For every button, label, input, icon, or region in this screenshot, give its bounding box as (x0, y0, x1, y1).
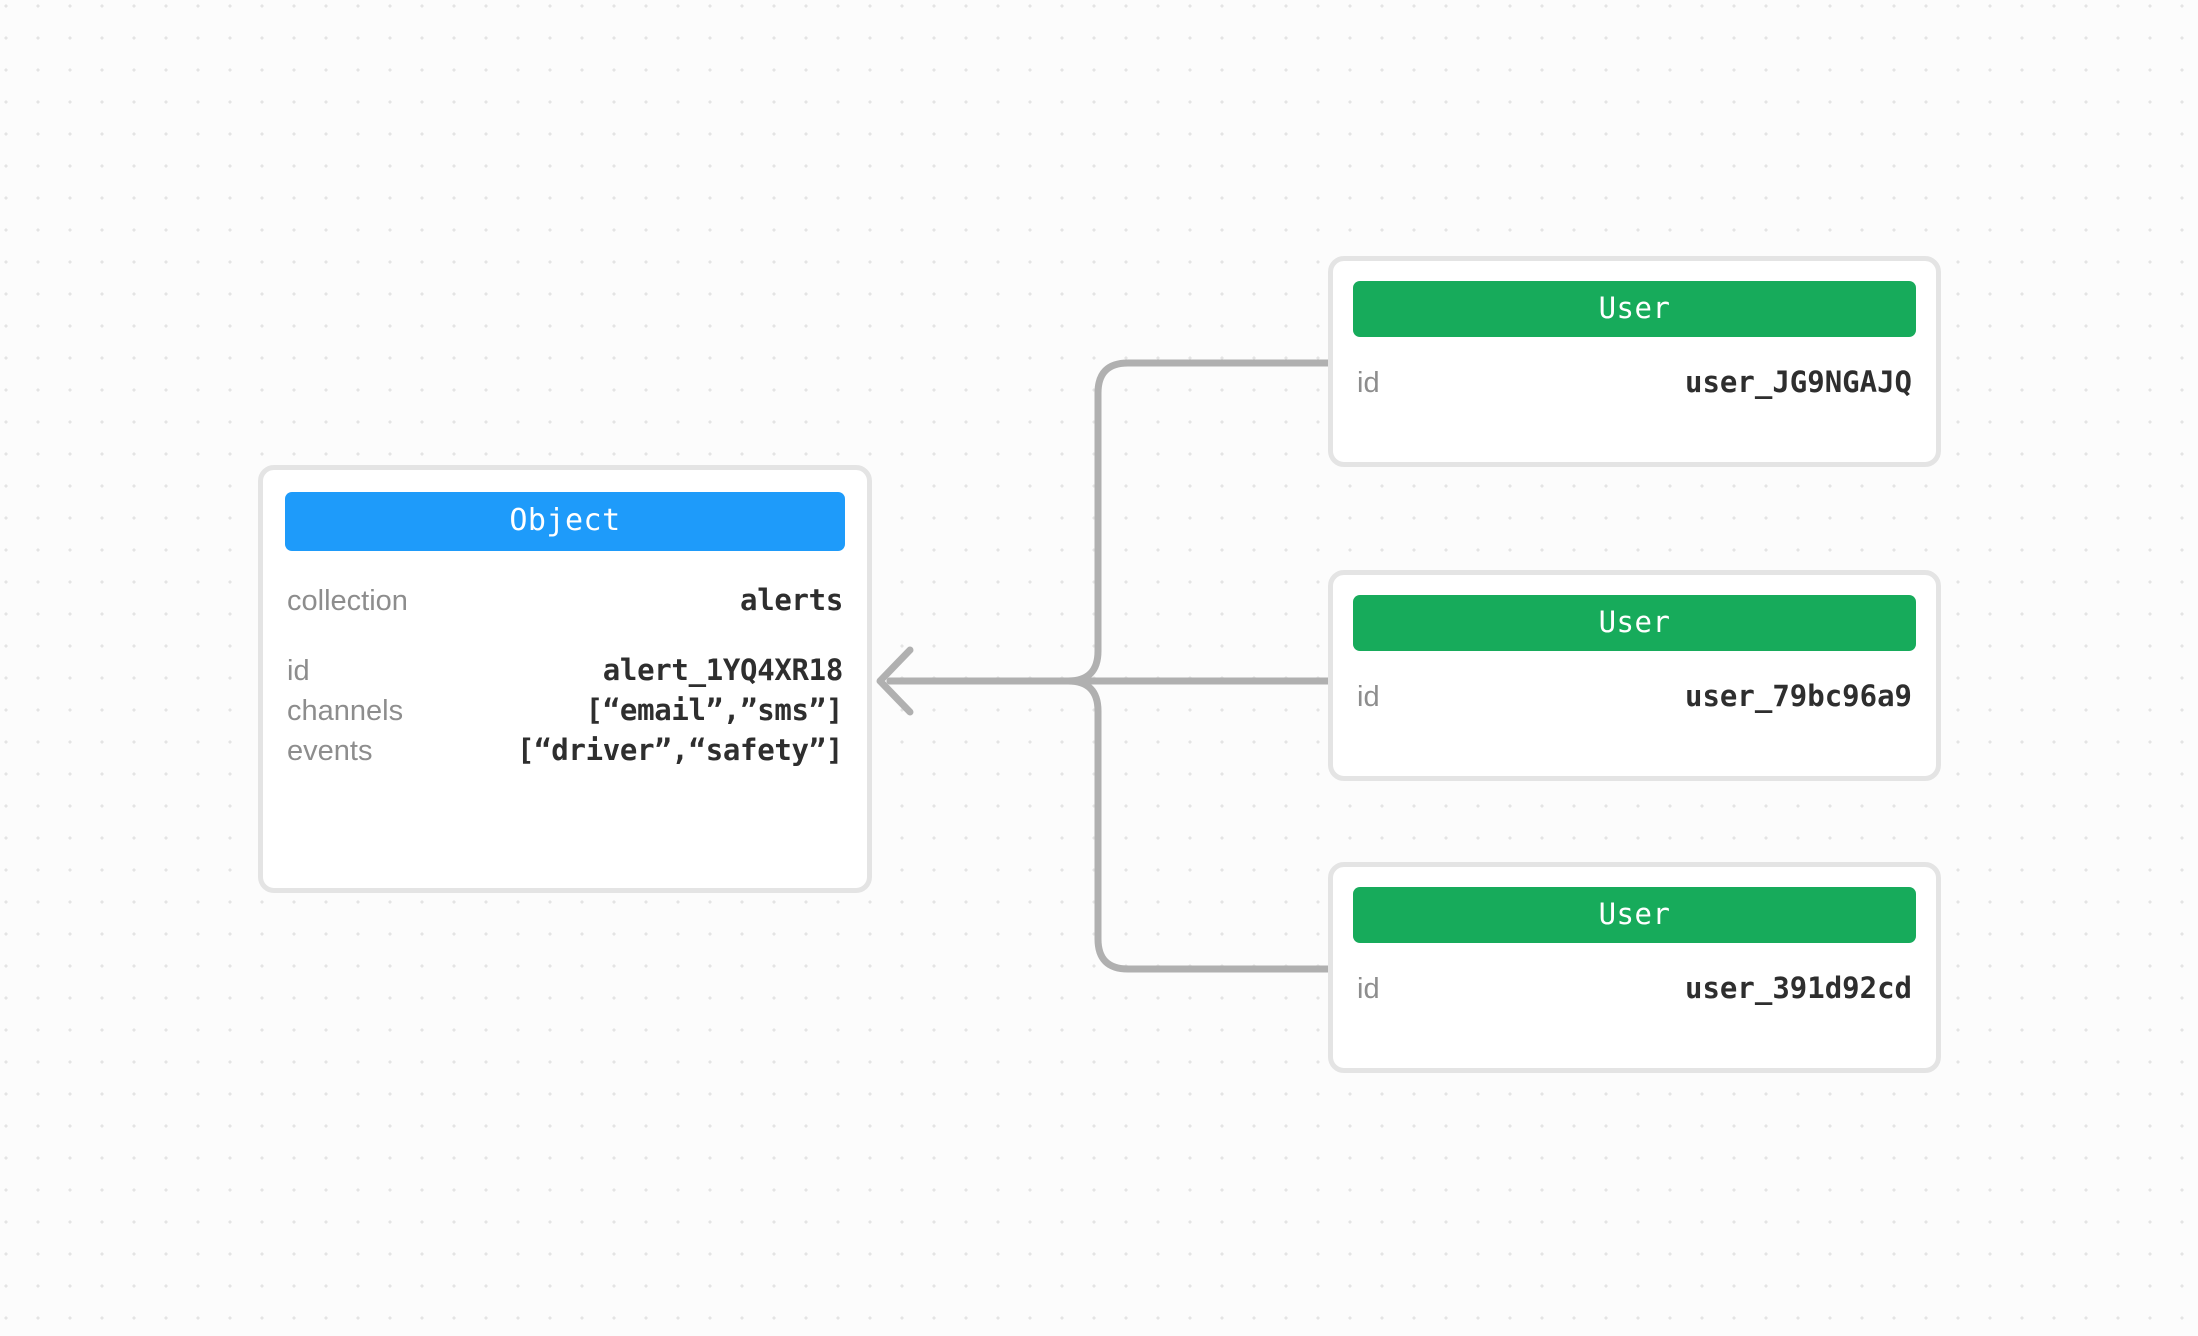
user-node[interactable]: User id user_391d92cd (1328, 862, 1941, 1073)
field-key-id: id (1357, 973, 1380, 1005)
field-row-channels: channels [“email”,”sms”] (287, 691, 843, 731)
field-key-events: events (287, 734, 373, 767)
object-field-group-2: id alert_1YQ4XR18 channels [“email”,”sms… (287, 651, 843, 771)
field-value-id: user_391d92cd (1685, 971, 1912, 1005)
user-node[interactable]: User id user_79bc96a9 (1328, 570, 1941, 781)
user-node-body: id user_JG9NGAJQ (1333, 337, 1936, 462)
user-node-header: User (1353, 887, 1916, 943)
user-node-header: User (1353, 595, 1916, 651)
field-value-id: alert_1YQ4XR18 (602, 652, 844, 687)
field-value-collection: alerts (740, 583, 843, 617)
field-key-id: id (1357, 681, 1380, 713)
field-key-collection: collection (287, 585, 408, 617)
user-node-header: User (1353, 281, 1916, 337)
object-field-group-1: collection alerts (287, 581, 843, 621)
field-value-events: [“driver”,“safety”] (516, 732, 843, 767)
field-value-id: user_JG9NGAJQ (1685, 365, 1912, 399)
field-value-channels: [“email”,”sms”] (585, 692, 844, 727)
field-row-collection: collection alerts (287, 581, 843, 621)
edge-arrowhead-icon (876, 646, 914, 716)
field-key-id: id (1357, 367, 1380, 399)
field-row-id: id user_79bc96a9 (1357, 677, 1912, 717)
field-value-id: user_79bc96a9 (1685, 679, 1912, 713)
field-key-channels: channels (287, 694, 404, 727)
user-node-body: id user_79bc96a9 (1333, 651, 1936, 776)
user-node-body: id user_391d92cd (1333, 943, 1936, 1068)
field-row-id: id user_391d92cd (1357, 969, 1912, 1009)
field-row-events: events [“driver”,“safety”] (287, 731, 843, 771)
edge-user0-to-object (886, 359, 1334, 685)
field-row-id: id user_JG9NGAJQ (1357, 363, 1912, 403)
user-node[interactable]: User id user_JG9NGAJQ (1328, 256, 1941, 467)
object-node-body: collection alerts id alert_1YQ4XR18 chan… (263, 551, 867, 888)
object-node[interactable]: Object collection alerts id alert_1YQ4XR… (258, 465, 872, 893)
field-row-id: id alert_1YQ4XR18 (287, 651, 843, 691)
field-key-id: id (287, 654, 310, 687)
object-node-header: Object (285, 492, 845, 551)
edge-user2-to-object (886, 677, 1334, 973)
